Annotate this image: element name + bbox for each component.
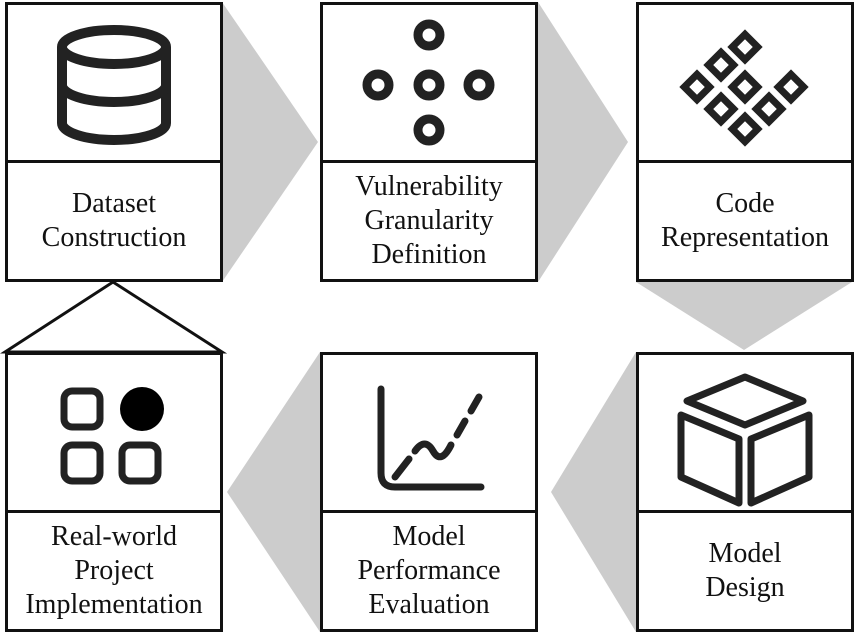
step-label: Model Design — [639, 513, 851, 629]
label-line: Model — [392, 521, 466, 552]
label-line: Code — [715, 188, 775, 219]
label-line: Design — [705, 572, 785, 603]
label-line: Granularity — [364, 205, 494, 236]
label-line: Model — [708, 538, 782, 569]
label-line: Vulnerability — [355, 171, 503, 202]
database-icon — [8, 5, 220, 163]
arrow-dataset-to-granularity — [222, 2, 318, 282]
step-label: Model Performance Evaluation — [323, 513, 535, 629]
dots-cluster-icon — [323, 5, 535, 163]
arrow-design-to-evaluation — [551, 352, 636, 632]
step-model-performance-evaluation: Model Performance Evaluation — [320, 352, 538, 632]
label-line: Evaluation — [368, 589, 490, 620]
label-line: Implementation — [25, 589, 203, 620]
label-line: Definition — [371, 239, 487, 270]
step-real-world-implementation: Real-world Project Implementation — [5, 352, 223, 632]
label-line: Project — [74, 555, 154, 586]
line-chart-icon — [323, 355, 535, 513]
step-vulnerability-granularity: Vulnerability Granularity Definition — [320, 2, 538, 282]
app-grid-icon — [8, 355, 220, 513]
house-roof-realworld — [0, 280, 228, 354]
step-dataset-construction: Dataset Construction — [5, 2, 223, 282]
diamond-grid-icon — [639, 5, 851, 163]
label-line: Real-world — [51, 521, 177, 552]
arrow-representation-to-design — [636, 282, 852, 350]
arrow-evaluation-to-realworld — [227, 352, 320, 632]
step-label: Code Representation — [639, 163, 851, 279]
step-label: Vulnerability Granularity Definition — [323, 163, 535, 279]
step-code-representation: Code Representation — [636, 2, 854, 282]
step-model-design: Model Design — [636, 352, 854, 632]
arrow-granularity-to-representation — [538, 2, 628, 282]
label-line: Construction — [41, 222, 187, 253]
step-label: Real-world Project Implementation — [8, 513, 220, 629]
label-line: Representation — [661, 222, 829, 253]
cube-icon — [639, 355, 851, 513]
label-line: Dataset — [72, 188, 156, 219]
label-line: Performance — [357, 555, 501, 586]
step-label: Dataset Construction — [8, 163, 220, 279]
